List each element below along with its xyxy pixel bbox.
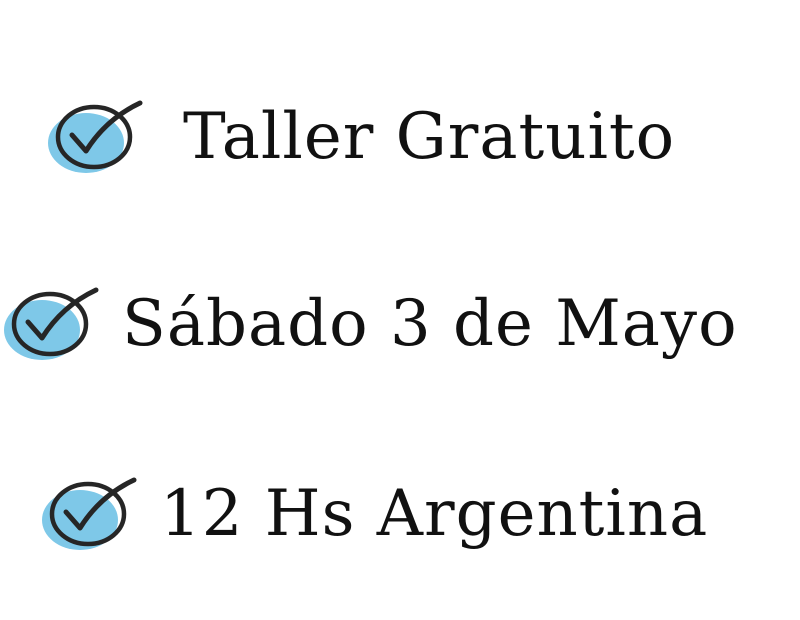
list-item: 12 Hs Argentina [0, 462, 800, 572]
item-label: Taller Gratuito [183, 100, 676, 174]
checkmark-circle-icon [38, 470, 138, 560]
item-label: 12 Hs Argentina [160, 477, 709, 551]
checkmark-circle-icon [44, 93, 144, 183]
list-item: Sábado 3 de Mayo [0, 272, 800, 382]
list-item: Taller Gratuito [0, 85, 800, 195]
checkmark-circle-icon [0, 280, 100, 370]
item-label: Sábado 3 de Mayo [122, 287, 738, 361]
